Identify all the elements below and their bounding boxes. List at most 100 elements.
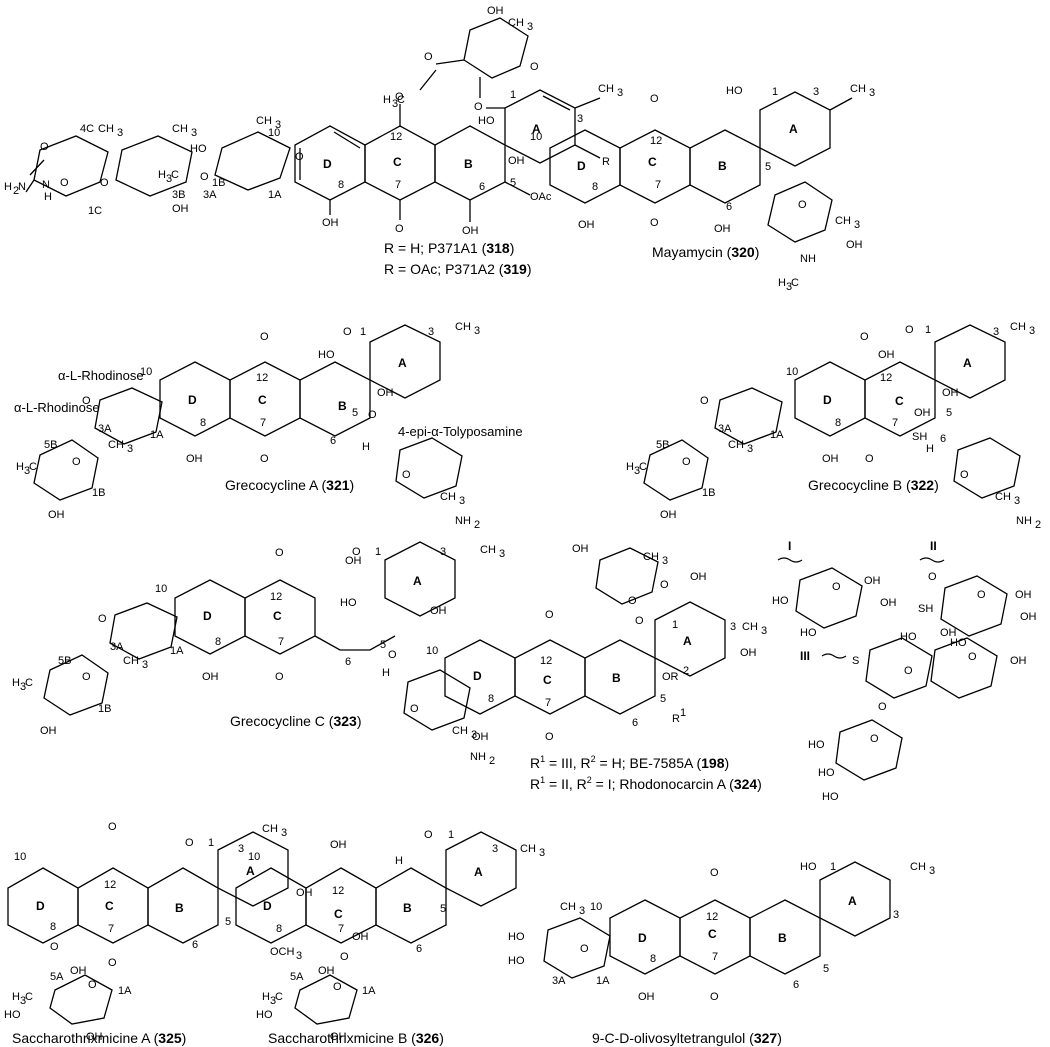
svg-text:7: 7	[655, 179, 661, 191]
svg-text:OCH: OCH	[270, 946, 295, 958]
svg-text:6: 6	[726, 201, 732, 213]
svg-text:OH: OH	[472, 731, 489, 743]
svg-text:H: H	[362, 441, 370, 453]
caption-320: Mayamycin (320)	[652, 244, 759, 260]
svg-text:6: 6	[416, 943, 422, 955]
svg-text:8: 8	[338, 179, 344, 191]
svg-text:O: O	[100, 177, 109, 189]
svg-text:HO: HO	[818, 767, 835, 779]
svg-text:CH: CH	[172, 123, 188, 135]
svg-text:O: O	[352, 546, 361, 558]
svg-text:C: C	[791, 277, 799, 289]
svg-text:H: H	[4, 181, 12, 193]
svg-text:2: 2	[683, 665, 689, 677]
caption-318: R = H; P371A1 (318)	[384, 240, 514, 256]
svg-text:OR: OR	[662, 671, 679, 683]
svg-text:OH: OH	[48, 509, 65, 521]
svg-text:H: H	[12, 677, 20, 689]
svg-text:8: 8	[592, 181, 598, 193]
svg-text:8: 8	[835, 417, 841, 429]
svg-text:1: 1	[680, 707, 686, 719]
svg-text:CH: CH	[742, 621, 758, 633]
svg-text:O: O	[395, 91, 404, 103]
svg-text:R: R	[602, 156, 610, 168]
svg-text:5B: 5B	[44, 439, 57, 451]
svg-text:1B: 1B	[98, 703, 111, 715]
svg-text:6: 6	[479, 181, 485, 193]
svg-text:O: O	[88, 979, 97, 991]
svg-text:O: O	[905, 324, 914, 336]
svg-text:B: B	[464, 157, 473, 171]
svg-text:O: O	[635, 615, 644, 627]
svg-text:O: O	[368, 409, 377, 421]
svg-text:5: 5	[510, 177, 516, 189]
svg-text:3: 3	[747, 443, 753, 455]
svg-text:A: A	[474, 865, 483, 879]
svg-text:H: H	[16, 461, 24, 473]
svg-text:O: O	[200, 171, 209, 183]
svg-text:C: C	[273, 609, 282, 623]
svg-text:O: O	[402, 469, 411, 481]
svg-text:OH: OH	[318, 965, 335, 977]
svg-text:7: 7	[338, 923, 344, 935]
svg-text:S: S	[852, 655, 859, 667]
svg-text:2: 2	[1035, 519, 1041, 531]
svg-text:SH: SH	[912, 431, 927, 443]
label-substituent-i: I	[788, 539, 791, 553]
svg-text:10: 10	[248, 851, 260, 863]
svg-text:5: 5	[823, 963, 829, 975]
svg-text:CH: CH	[850, 83, 866, 95]
svg-text:OH: OH	[942, 387, 959, 399]
svg-text:H: H	[382, 667, 390, 679]
svg-text:O: O	[977, 589, 986, 601]
svg-text:8: 8	[200, 417, 206, 429]
svg-text:OH: OH	[352, 931, 369, 943]
svg-text:O: O	[72, 456, 81, 468]
svg-text:O: O	[50, 941, 59, 953]
svg-text:3: 3	[893, 909, 899, 921]
svg-text:C: C	[393, 155, 402, 169]
svg-text:1B: 1B	[702, 487, 715, 499]
caption-319: R = OAc; P371A2 (319)	[384, 261, 531, 277]
svg-text:3: 3	[20, 995, 26, 1007]
svg-text:CH: CH	[835, 215, 851, 227]
svg-text:8: 8	[215, 636, 221, 648]
svg-text:O: O	[98, 613, 107, 625]
svg-text:3: 3	[492, 843, 498, 855]
svg-text:7: 7	[395, 179, 401, 191]
svg-text:O: O	[865, 453, 874, 465]
svg-text:OH: OH	[572, 543, 589, 555]
svg-text:SH: SH	[918, 603, 933, 615]
svg-text:2: 2	[489, 755, 495, 767]
svg-text:4C: 4C	[80, 123, 94, 135]
svg-text:D: D	[577, 159, 586, 173]
svg-text:3: 3	[127, 443, 133, 455]
svg-text:OH: OH	[40, 725, 57, 737]
svg-text:CH: CH	[995, 491, 1011, 503]
svg-text:HO: HO	[340, 597, 357, 609]
svg-text:OH: OH	[880, 597, 897, 609]
svg-text:1A: 1A	[596, 975, 610, 987]
svg-text:12: 12	[706, 911, 718, 923]
svg-text:HO: HO	[318, 349, 335, 361]
svg-text:CH: CH	[452, 725, 468, 737]
svg-text:HO: HO	[256, 1009, 273, 1021]
svg-text:A: A	[413, 574, 422, 588]
svg-text:O: O	[798, 199, 807, 211]
svg-text:A: A	[683, 634, 692, 648]
svg-text:6: 6	[345, 656, 351, 668]
svg-text:3: 3	[527, 21, 533, 33]
svg-text:8: 8	[276, 923, 282, 935]
svg-text:7: 7	[108, 923, 114, 935]
svg-text:O: O	[275, 547, 284, 559]
svg-text:CH: CH	[598, 83, 614, 95]
caption-322: Grecocycline B (322)	[808, 477, 939, 493]
svg-text:B: B	[778, 931, 787, 945]
svg-text:O: O	[82, 671, 91, 683]
svg-text:1A: 1A	[150, 429, 164, 441]
svg-text:NH: NH	[1016, 515, 1032, 527]
svg-text:D: D	[323, 157, 332, 171]
svg-text:C: C	[275, 991, 283, 1003]
